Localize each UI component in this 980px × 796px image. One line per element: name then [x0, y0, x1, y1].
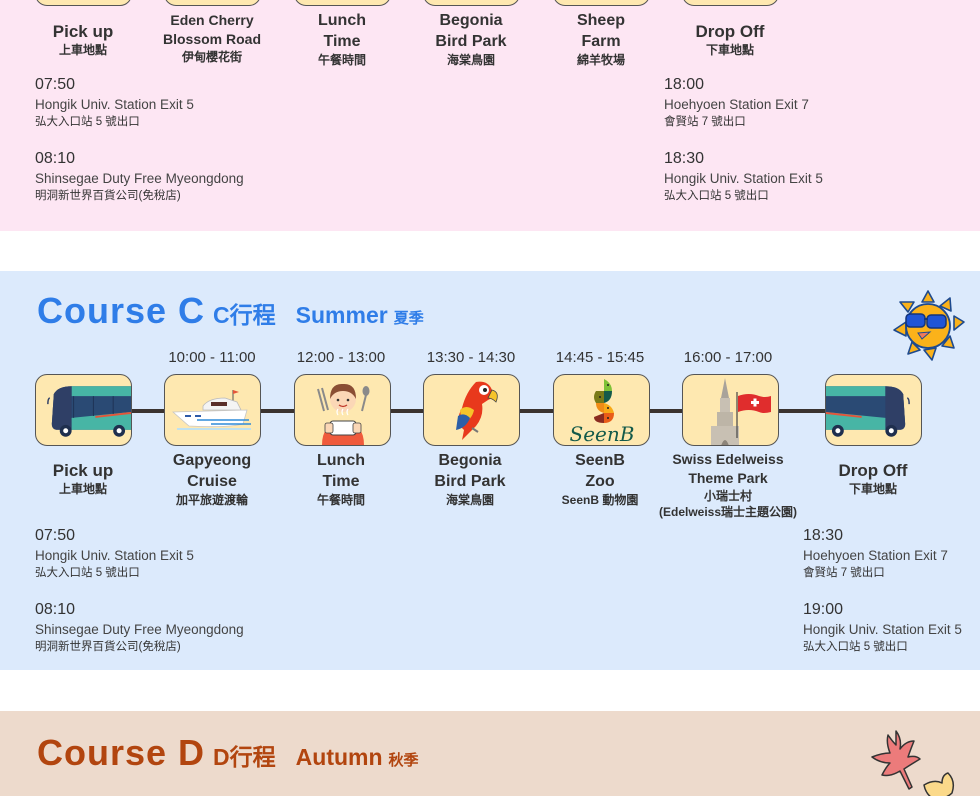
bus-icon	[826, 386, 910, 437]
stop-label-cherry-blossom: Eden Cherry Blossom Road 伊甸櫻花街	[162, 12, 261, 64]
pickup-point: 07:50 Hongik Univ. Station Exit 5 弘大入口站 …	[35, 76, 194, 128]
course-b-section: Pick up 上車地點 Eden Cherry Blossom Road 伊甸…	[0, 0, 980, 231]
lunch-person-icon	[316, 383, 369, 445]
time-label: 13:30 - 14:30	[426, 349, 516, 366]
stop-label-pickup: Pick up 上車地點	[52, 461, 114, 496]
dropoff-point: 18:00 Hoehyoen Station Exit 7 會賢站 7 號出口	[664, 76, 809, 128]
time-label: 16:00 - 17:00	[683, 349, 773, 366]
dropoff-point: 19:00 Hongik Univ. Station Exit 5 弘大入口站 …	[803, 601, 962, 653]
dropoff-point: 18:30 Hongik Univ. Station Exit 5 弘大入口站 …	[664, 150, 823, 202]
stop-label-lunch: Lunch Time 午餐時間	[317, 12, 366, 67]
stop-label-lunch: Lunch Time 午餐時間	[316, 452, 365, 507]
stop-label-sheep-farm: Sheep Farm 綿羊牧場	[576, 12, 625, 67]
lunch-stop-box	[294, 374, 391, 446]
sheep-farm-box	[553, 0, 650, 6]
stop-label-swiss-theme-park: Swiss Edelweiss Theme Park 小瑞士村 (Edelwei…	[658, 451, 798, 519]
course-d-title: Course D D行程 Autumn 秋季	[37, 732, 419, 773]
bird-park-box	[423, 0, 520, 6]
dropoff-point: 18:30 Hoehyoen Station Exit 7 會賢站 7 號出口	[803, 527, 948, 579]
gapyeong-cruise-stop-box	[164, 374, 261, 446]
autumn-leaves-icon	[860, 729, 960, 796]
swiss-theme-park-stop-box	[682, 374, 779, 446]
course-c-section: Course C C行程 Summer 夏季 10:00 - 11:00	[0, 271, 980, 670]
stop-label-dropoff: Drop Off 下車地點	[695, 22, 765, 57]
stop-label-bird-park: Begonia Bird Park 海棠鳥園	[434, 452, 506, 507]
bus-icon	[47, 386, 131, 437]
lunch-box	[294, 0, 391, 6]
pickup-bus-box	[35, 0, 132, 6]
time-label: 12:00 - 13:00	[296, 349, 386, 366]
course-d-section: Course D D行程 Autumn 秋季	[0, 711, 980, 796]
time-label: 14:45 - 15:45	[555, 349, 645, 366]
stop-label-pickup: Pick up 上車地點	[52, 22, 114, 57]
pickup-stop-box	[35, 374, 132, 446]
bird-park-stop-box	[423, 374, 520, 446]
stop-label-gapyeong-cruise: Gapyeong Cruise 加平旅遊渡輪	[172, 452, 252, 507]
course-c-title: Course C C行程 Summer 夏季	[37, 290, 424, 331]
pickup-point: 08:10 Shinsegae Duty Free Myeongdong 明洞新…	[35, 150, 244, 202]
pickup-point: 07:50 Hongik Univ. Station Exit 5 弘大入口站 …	[35, 527, 194, 579]
sun-with-sunglasses-icon	[888, 288, 968, 369]
time-label: 10:00 - 11:00	[168, 349, 256, 366]
stop-label-dropoff: Drop Off 下車地點	[838, 461, 908, 496]
cherry-blossom-box	[164, 0, 261, 6]
seenb-logo-text: SeenB	[569, 422, 634, 445]
dropoff-stop-box	[825, 374, 922, 446]
pickup-point: 08:10 Shinsegae Duty Free Myeongdong 明洞新…	[35, 601, 244, 653]
seenb-logo-icon: SeenB	[569, 379, 634, 445]
seenb-zoo-stop-box: SeenB	[553, 374, 650, 446]
swiss-church-flag-icon	[710, 378, 771, 445]
yacht-icon	[171, 390, 251, 430]
stop-label-seenb-zoo: SeenB Zoo SeenB 動物園	[561, 452, 639, 507]
parrot-icon	[455, 381, 498, 440]
stop-label-bird-park: Begonia Bird Park 海棠鳥園	[435, 12, 507, 67]
dropoff-bus-box	[682, 0, 779, 6]
